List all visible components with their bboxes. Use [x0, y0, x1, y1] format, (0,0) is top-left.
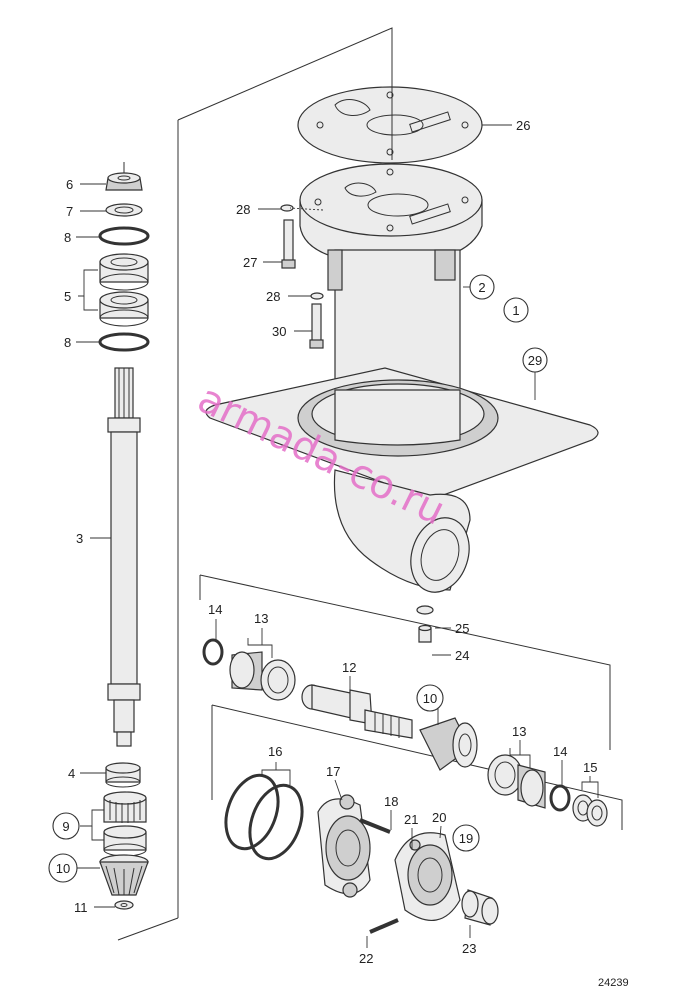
- circled-label-9: 9: [52, 812, 80, 840]
- bearing-part-13-right: [487, 754, 546, 809]
- label-28-lower: 28: [266, 289, 280, 304]
- label-20: 20: [432, 810, 446, 825]
- label-18: 18: [384, 794, 398, 809]
- bevel-gear-part-10-left: [99, 854, 149, 896]
- circled-label-2: 2: [469, 274, 495, 300]
- bevel-gear-part-10-right: [419, 717, 478, 771]
- label-13-left: 13: [254, 611, 268, 626]
- bushing-part-23: [461, 889, 499, 926]
- label-14-left: 14: [208, 602, 222, 617]
- part-labels: 6 7 8 5 8 3 4 11 26 28 27 28 30 25 24 14…: [64, 118, 597, 966]
- label-12: 12: [342, 660, 356, 675]
- label-13-right: 13: [512, 724, 526, 739]
- circled-label-10-left: 10: [48, 853, 78, 883]
- leader-lines: [76, 124, 599, 948]
- svg-text:2: 2: [478, 280, 485, 295]
- screw-part-18: [359, 818, 391, 834]
- o-ring-part-14-left: [202, 638, 224, 666]
- label-26: 26: [516, 118, 530, 133]
- label-14-right: 14: [553, 744, 567, 759]
- screw-part-22: [369, 918, 399, 934]
- label-16: 16: [268, 744, 282, 759]
- mounting-plate-part-29: [205, 367, 599, 501]
- circled-label-29: 29: [522, 347, 548, 373]
- o-ring-pair-part-16: [224, 773, 304, 861]
- label-6: 6: [66, 177, 73, 192]
- svg-text:19: 19: [459, 831, 473, 846]
- label-8-lower: 8: [64, 335, 71, 350]
- frame-lines: [117, 27, 623, 941]
- o-ring-part-8-upper: [98, 226, 150, 246]
- drive-shaft-assembly: [98, 162, 150, 910]
- bearing-part-13-left: [229, 651, 296, 701]
- svg-text:10: 10: [423, 691, 437, 706]
- plug-part-24: [418, 624, 432, 643]
- o-ring-part-14-right: [549, 784, 571, 812]
- svg-text:10: 10: [56, 861, 70, 876]
- label-21: 21: [404, 812, 418, 827]
- svg-text:29: 29: [528, 353, 542, 368]
- label-4: 4: [68, 766, 75, 781]
- label-7: 7: [66, 204, 73, 219]
- cover-part-20: [394, 832, 461, 921]
- label-28-upper: 28: [236, 202, 250, 217]
- label-17: 17: [326, 764, 340, 779]
- washer-part-7: [105, 203, 143, 217]
- label-23: 23: [462, 941, 476, 956]
- label-15: 15: [583, 760, 597, 775]
- top-gasket-part-26: [297, 80, 483, 164]
- seal-pair-part-15: [572, 794, 608, 827]
- washer-part-28-lower: [310, 292, 324, 300]
- label-27: 27: [243, 255, 257, 270]
- label-11: 11: [74, 900, 88, 915]
- bearing-pair-part-5: [99, 253, 149, 327]
- svg-text:9: 9: [62, 819, 69, 834]
- svg-text:1: 1: [512, 303, 519, 318]
- label-3: 3: [76, 531, 83, 546]
- spacer-part-4: [105, 762, 141, 788]
- bearing-housing-part-17: [317, 794, 371, 898]
- screw-part-30: [309, 303, 324, 349]
- label-30: 30: [272, 324, 286, 339]
- circled-label-10-right: 10: [416, 684, 444, 712]
- label-25: 25: [455, 621, 469, 636]
- shaft-part-3: [107, 367, 141, 747]
- label-8-upper: 8: [64, 230, 71, 245]
- label-5: 5: [64, 289, 71, 304]
- bearing-part-9: [103, 791, 147, 857]
- washer-part-25: [416, 605, 434, 615]
- label-22: 22: [359, 951, 373, 966]
- label-24: 24: [455, 648, 469, 663]
- nut-part-6: [105, 162, 143, 191]
- nut-part-11: [114, 900, 134, 910]
- screw-part-27: [281, 219, 296, 269]
- o-ring-part-8-lower: [98, 332, 150, 352]
- washer-part-28-upper: [280, 204, 294, 212]
- pinion-shaft-part-12: [301, 684, 413, 739]
- elbow-housing: [333, 469, 471, 593]
- drawing-reference-number: 24239: [598, 977, 629, 989]
- circled-label-1: 1: [503, 297, 529, 323]
- circled-label-19: 19: [452, 824, 480, 852]
